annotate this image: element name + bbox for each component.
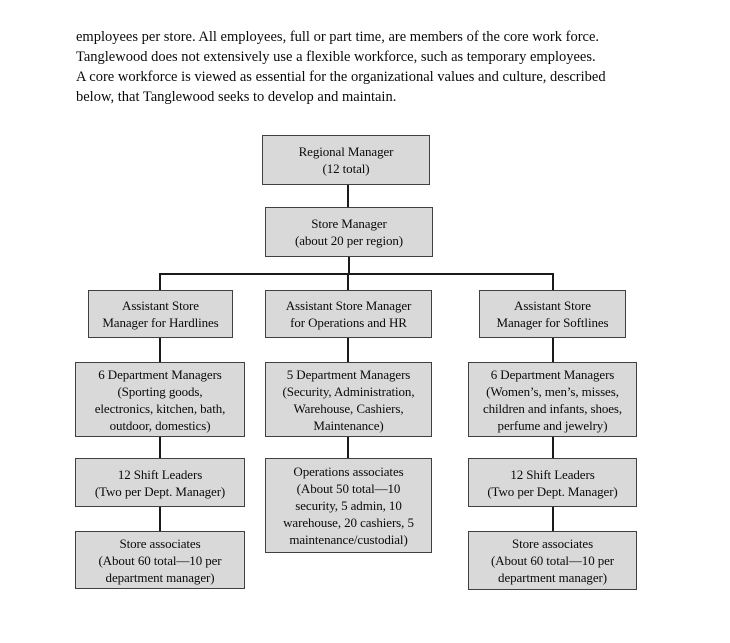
connector-store-stub — [348, 257, 350, 274]
connector-dept-to-shift-hardlines — [159, 437, 161, 458]
connector-shift-to-associates-softlines — [552, 507, 554, 531]
connector-asm-to-dept-operations — [347, 338, 349, 362]
org-node-store-associates-hardlines: Store associates (About 60 total—10 per … — [75, 531, 245, 589]
connector-asm-to-dept-softlines — [552, 338, 554, 362]
org-node-assistant-manager-softlines: Assistant Store Manager for Softlines — [479, 290, 626, 338]
org-node-store-associates-softlines: Store associates (About 60 total—10 per … — [468, 531, 637, 590]
org-node-dept-managers-operations: 5 Department Managers (Security, Adminis… — [265, 362, 432, 437]
connector-dept-to-ops-associates — [347, 437, 349, 458]
org-node-dept-managers-hardlines: 6 Department Managers (Sporting goods, e… — [75, 362, 245, 437]
org-node-assistant-manager-hardlines: Assistant Store Manager for Hardlines — [88, 290, 233, 338]
org-node-operations-associates: Operations associates (About 50 total—10… — [265, 458, 432, 553]
org-node-shift-leaders-hardlines: 12 Shift Leaders (Two per Dept. Manager) — [75, 458, 245, 507]
connector-drop-operations — [347, 273, 349, 290]
connector-regional-to-store — [347, 185, 349, 207]
connector-trunk-horizontal — [159, 273, 553, 275]
connector-shift-to-associates-hardlines — [159, 507, 161, 531]
connector-asm-to-dept-hardlines — [159, 338, 161, 362]
org-node-assistant-manager-operations-hr: Assistant Store Manager for Operations a… — [265, 290, 432, 338]
connector-drop-softlines — [552, 273, 554, 290]
org-node-regional-manager: Regional Manager (12 total) — [262, 135, 430, 185]
connector-dept-to-shift-softlines — [552, 437, 554, 458]
org-node-dept-managers-softlines: 6 Department Managers (Women’s, men’s, m… — [468, 362, 637, 437]
connector-drop-hardlines — [159, 273, 161, 290]
org-node-store-manager: Store Manager (about 20 per region) — [265, 207, 433, 257]
org-node-shift-leaders-softlines: 12 Shift Leaders (Two per Dept. Manager) — [468, 458, 637, 507]
intro-paragraph: employees per store. All employees, full… — [76, 29, 606, 105]
